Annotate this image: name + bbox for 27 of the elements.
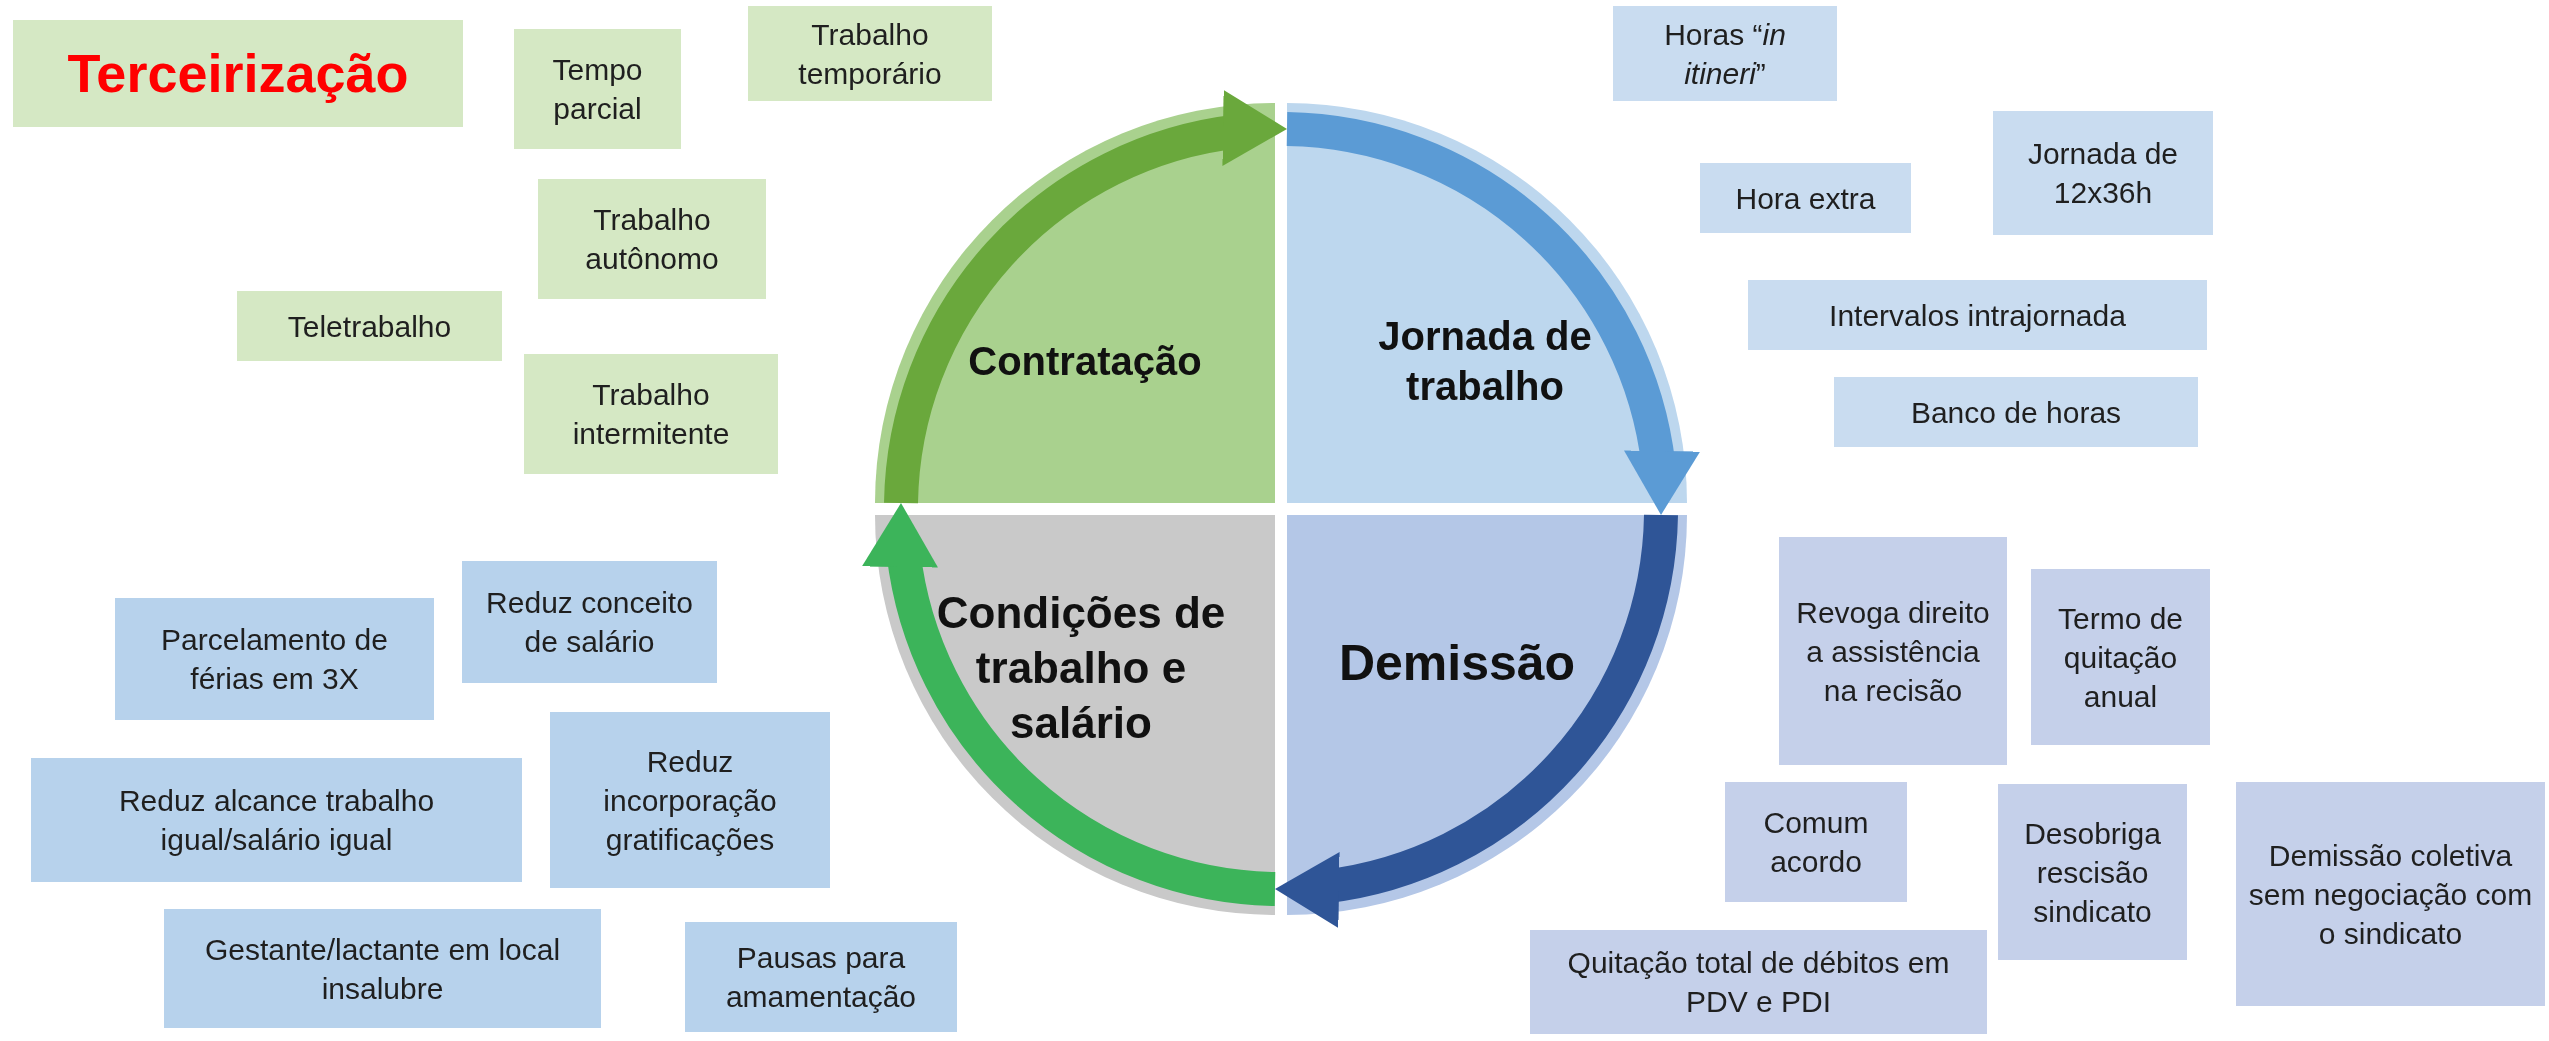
quadrant-label: Demissão: [1337, 633, 1577, 693]
topic-tag: Termo de quitação anual: [2031, 569, 2210, 745]
topic-tag: Revoga direito a assistência na recisão: [1779, 537, 2007, 765]
topic-tag: Reduz conceito de salário: [462, 561, 717, 683]
topic-tag: Hora extra: [1700, 163, 1911, 233]
topic-tag: Desobriga rescisão sindicato: [1998, 784, 2187, 960]
topic-tag: Gestante/lactante em local insalubre: [164, 909, 601, 1028]
topic-tag: Trabalho temporário: [748, 6, 992, 101]
quadrant-label: Jornada de trabalho: [1377, 313, 1593, 410]
topic-tag: Comum acordo: [1725, 782, 1907, 902]
topic-tag: Trabalho intermitente: [524, 354, 778, 474]
topic-tag: Reduz incorporação gratificações: [550, 712, 830, 888]
topic-tag: Trabalho autônomo: [538, 179, 766, 299]
topic-tag: Teletrabalho: [237, 291, 502, 361]
topic-tag: Banco de horas: [1834, 377, 2198, 447]
title-banner: Terceirização: [13, 20, 463, 127]
topic-tag: Quitação total de débitos em PDV e PDI: [1530, 930, 1987, 1034]
topic-tag: Reduz alcance trabalho igual/salário igual: [31, 758, 522, 882]
quadrant-label: Contratação: [967, 338, 1203, 385]
topic-tag: Pausas para amamentação: [685, 922, 957, 1032]
topic-tag: Horas “in itineri”: [1613, 6, 1837, 101]
quadrant-label: Condições de trabalho e salário: [935, 586, 1227, 749]
topic-tag: Parcelamento de férias em 3X: [115, 598, 434, 720]
topic-tag: Tempo parcial: [514, 29, 681, 149]
topic-tag: Jornada de 12x36h: [1993, 111, 2213, 235]
topic-tag: Intervalos intrajornada: [1748, 280, 2207, 350]
topic-tag: Demissão coletiva sem negociação com o sindicato: [2236, 782, 2545, 1006]
